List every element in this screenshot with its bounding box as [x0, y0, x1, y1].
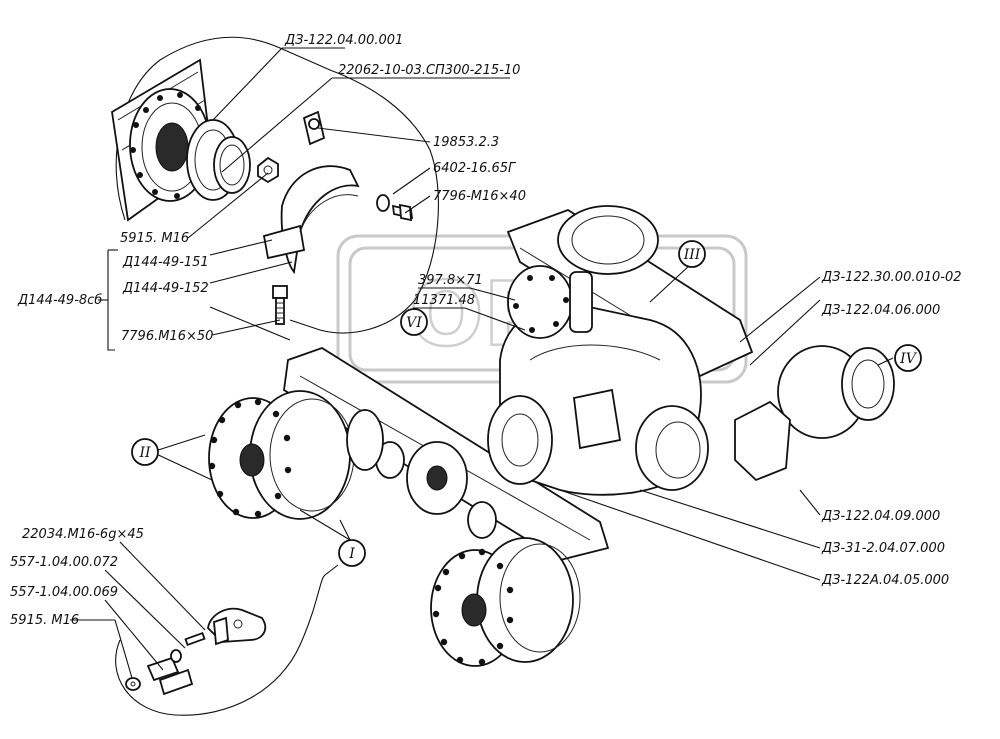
label-dz-122-04-09: ДЗ-122.04.09.000: [821, 509, 940, 524]
svg-text:VI: VI: [406, 315, 422, 331]
callout-VI: VI: [400, 308, 428, 336]
detail-bearing-cap: [111, 36, 439, 334]
callout-III: III: [678, 240, 706, 268]
callout-IV: IV: [894, 344, 922, 372]
label-5915-top: 5915. М16: [120, 231, 189, 246]
callout-II: II: [131, 438, 159, 466]
label-7796-40: 7796-М16×40: [433, 189, 526, 204]
label-557-069: 557-1.04.00.069: [10, 585, 118, 600]
label-22062: 22062-10-03.СП300-215-10: [338, 63, 520, 78]
label-d144-152: Д144-49-152: [122, 281, 209, 296]
label-6402: 6402-16.65Г: [433, 161, 517, 176]
label-dz-122a: ДЗ-122А.04.05.000: [821, 573, 949, 588]
bogie-assembly: [208, 205, 895, 667]
label-dz-31: ДЗ-31-2.04.07.000: [821, 541, 945, 556]
label-dz-122-04-06: ДЗ-122.04.06.000: [821, 303, 940, 318]
callout-I: I: [338, 539, 366, 567]
label-22034: 22034.М16-6g×45: [22, 527, 144, 542]
label-dz-122-30: ДЗ-122.30.00.010-02: [821, 270, 962, 285]
label-5915-bottom: 5915. М16: [10, 613, 79, 628]
detail-lock-plate: [115, 574, 326, 716]
svg-text:II: II: [138, 445, 151, 461]
label-11371: 11371.48: [413, 293, 475, 308]
leader-lines: [70, 47, 894, 679]
label-19853: 19853.2.3: [433, 135, 499, 150]
svg-text:III: III: [683, 247, 701, 263]
label-dz-122-04-00-001: ДЗ-122.04.00.001: [284, 33, 403, 48]
svg-text:I: I: [348, 546, 355, 562]
part-labels: ДЗ-122.04.00.001 22062-10-03.СП300-215-1…: [10, 33, 962, 628]
label-397: 397.8×71: [418, 273, 483, 288]
label-7796-50: 7796.М16×50: [121, 329, 213, 344]
label-d144-151: Д144-49-151: [122, 255, 209, 270]
label-d144-assy: Д144-49-8сб: [17, 293, 102, 308]
label-557-072: 557-1.04.00.072: [10, 555, 118, 570]
svg-text:IV: IV: [899, 351, 918, 367]
